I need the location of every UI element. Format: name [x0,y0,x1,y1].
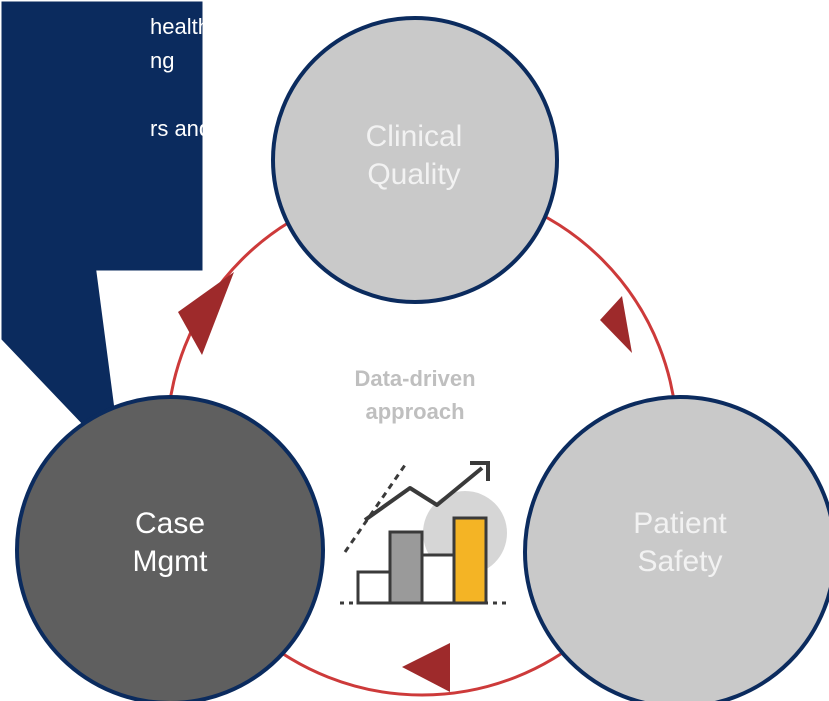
callout-line-1: health [150,14,210,39]
case-mgmt-node [15,395,325,701]
arrow-clinical-to-safety-icon [600,296,632,353]
center-label-line1: Data-driven [354,366,476,391]
clinical-quality-label: Clinical Quality [319,118,509,194]
arrow-safety-to-case-icon [402,643,450,692]
arrow-case-to-clinical-icon [178,272,234,355]
case-mgmt-label-line2: Mgmt [132,545,208,578]
patient-safety-label-line1: Patient [633,507,727,540]
analytics-chart-icon [340,461,508,605]
patient-safety-node [523,395,829,701]
case-mgmt-label-line1: Case [134,507,206,540]
center-label-line2: approach [365,399,465,424]
callout-line-2: ng [150,48,175,73]
clinical-quality-label-line2: Quality [367,158,461,191]
callout-line-3: rs and [150,116,212,141]
case-mgmt-label: Case Mgmt [75,505,265,581]
patient-safety-label-line2: Safety [637,545,723,578]
clinical-quality-label-line1: Clinical [365,120,463,153]
callout-box [0,0,206,475]
clinical-quality-node [271,16,559,304]
callout-text: health ng rs and [0,10,212,146]
center-label: Data-driven approach [305,362,525,428]
patient-safety-label: Patient Safety [585,505,775,581]
